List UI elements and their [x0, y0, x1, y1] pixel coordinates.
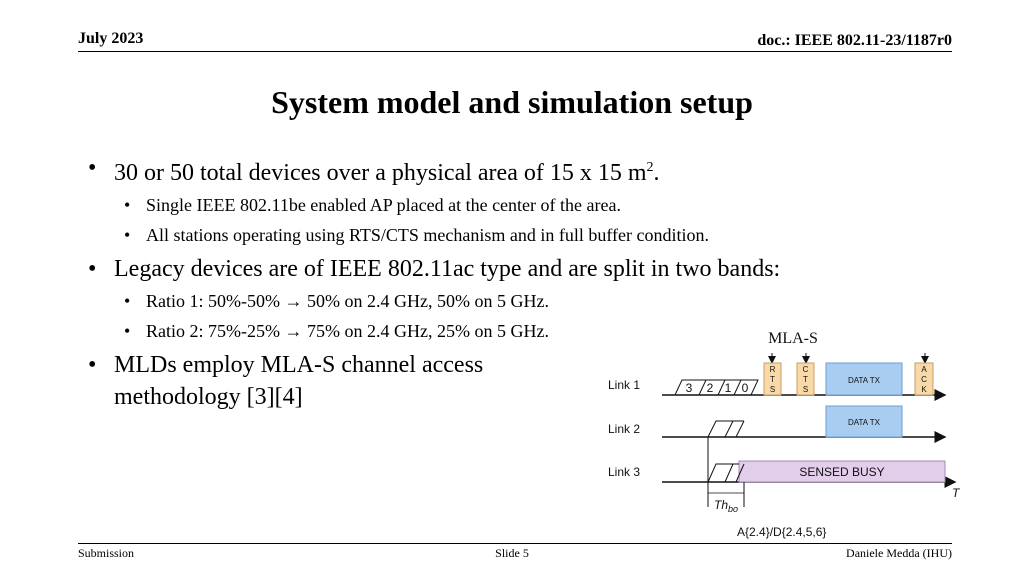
backoff-count-1: 1 [725, 381, 732, 395]
cts-frame [796, 362, 815, 396]
rts-letter-t: T [770, 375, 775, 384]
slide-title: System model and simulation setup [271, 84, 753, 120]
rts-letter-s: S [770, 385, 775, 394]
link-3-label: Link 3 [608, 465, 640, 479]
bullet-devices-period: . [653, 160, 660, 186]
threshold-label: Thbo [714, 498, 738, 514]
header-divider [78, 51, 952, 52]
threshold-label-sub: bo [728, 504, 738, 514]
bullet-devices-superscript: 2 [646, 160, 654, 175]
footer-submission: Submission [78, 546, 135, 560]
time-axis-label: T [952, 486, 961, 500]
rts-frame [763, 362, 782, 396]
sensed-busy-block [738, 460, 946, 483]
sub-bullet-ratio-2: Ratio 2: 75%-25% → 75% on 2.4 GHz, 25% o… [88, 319, 848, 343]
ack-letter-a: A [921, 365, 927, 374]
bullet-devices: 30 or 50 total devices over a physical a… [88, 152, 848, 189]
sensed-busy-label: SENSED BUSY [799, 465, 884, 479]
footer-slide-number: Slide 5 [495, 546, 529, 560]
backoff-slots [674, 379, 759, 396]
sub-bullet-rts-cts: All stations operating using RTS/CTS mec… [88, 223, 848, 247]
cts-letter-t: T [803, 375, 808, 384]
backoff-count-2: 2 [707, 381, 714, 395]
header-doc-id: doc.: IEEE 802.11-23/1187r0 [757, 32, 952, 49]
cts-letter-s: S [803, 385, 808, 394]
cts-letter-c: C [803, 365, 809, 374]
header-date: July 2023 [78, 30, 144, 47]
footer-divider [78, 543, 952, 544]
data-tx-link-2-label: DATA TX [848, 418, 881, 427]
threshold-label-main: Th [714, 498, 728, 512]
rts-letter-r: R [770, 365, 776, 374]
bullet-mlds: MLDs employ MLA-S channel access methodo… [88, 349, 534, 413]
sub-bullet-ratio-1: Ratio 1: 50%-50% → 50% on 2.4 GHz, 50% o… [88, 289, 848, 313]
bullet-legacy: Legacy devices are of IEEE 802.11ac type… [88, 253, 848, 285]
diagram-title: MLA-S [768, 330, 818, 347]
data-tx-link-1 [825, 362, 903, 396]
data-tx-link-1-label: DATA TX [848, 376, 881, 385]
mla-s-timing-diagram: MLA-S Link 1 Link 2 Link 3 3 2 1 0 R T S… [608, 330, 961, 539]
bullet-devices-text: 30 or 50 total devices over a physical a… [114, 160, 647, 186]
data-tx-link-2 [825, 405, 903, 438]
link-2-backoff-slashes [707, 420, 745, 438]
ack-letter-k: K [921, 385, 927, 394]
ack-frame [914, 362, 934, 396]
backoff-count-3: 3 [686, 381, 693, 395]
link-1-label: Link 1 [608, 378, 640, 392]
diagram-bottom-label: A{2.4}/D{2.4,5,6} [737, 525, 826, 539]
bullet-list: 30 or 50 total devices over a physical a… [88, 152, 848, 415]
link-2-label: Link 2 [608, 422, 640, 436]
ack-letter-c: C [921, 375, 927, 384]
backoff-count-0: 0 [742, 381, 749, 395]
link-3-backoff-slashes [707, 463, 745, 483]
footer-author: Daniele Medda (IHU) [846, 546, 952, 560]
sub-bullet-ap: Single IEEE 802.11be enabled AP placed a… [88, 193, 848, 217]
